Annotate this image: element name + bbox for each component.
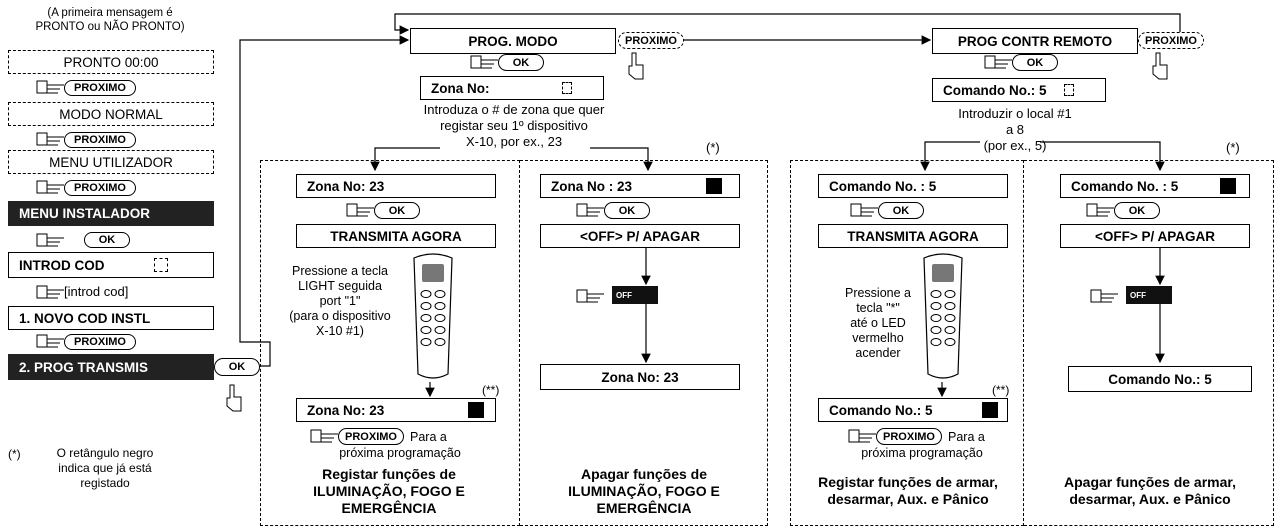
next-text-line1: Para a [410,429,447,445]
hand-icon [36,179,66,197]
proximo-button[interactable]: PROXIMO [876,428,942,445]
next-text-line2: próxima programação [330,445,470,461]
transmita-agora-display: TRANSMITA AGORA [296,224,496,248]
proximo-button[interactable]: PROXIMO [64,80,136,96]
ok-button[interactable]: OK [878,202,924,219]
hand-icon [576,202,606,220]
ok-button[interactable]: OK [374,202,420,219]
hand-icon [1086,202,1116,220]
display-pronto: PRONTO 00:00 [8,50,214,74]
off-apagar-display: <OFF> P/ APAGAR [1060,224,1250,248]
registered-block [1220,178,1236,194]
proximo-button[interactable]: PROXIMO [338,428,404,445]
hand-icon [346,202,376,220]
zona-no-field: Zona No: [420,76,604,100]
display-menu-utilizador: MENU UTILIZADOR [8,150,214,174]
hand-icon [984,54,1014,72]
pointing-hand-icon [1150,52,1170,80]
ok-button[interactable]: OK [84,232,130,248]
asterisk-note: (*) [1226,140,1240,156]
off-key-icon: OFF [612,286,658,304]
cursor-marker [154,258,168,272]
zona-no-23-field: Zona No: 23 [296,174,496,198]
pointing-hand-icon [626,52,646,80]
proximo-button[interactable]: PROXIMO [64,132,136,148]
prog-contr-title: PROG CONTR REMOTO [932,28,1138,54]
proximo-button[interactable]: PROXIMO [618,32,684,49]
hand-icon [36,232,66,250]
comando-no-5-result: Comando No.: 5 [818,398,1008,422]
display-prog-transmis: 2. PROG TRANSMIS [8,354,214,380]
introd-cod-hint: [introd cod] [64,284,128,300]
comando-no-5-field: Comando No. : 5 [818,174,1008,198]
proximo-button[interactable]: PROXIMO [1138,32,1204,49]
hand-icon [36,79,66,97]
comando-no-field: Comando No.: 5 [932,78,1106,102]
hand-icon [576,288,606,306]
remote-control-icon [920,250,966,382]
footnote-mark: (*) [8,446,21,462]
transmita-agora-display: TRANSMITA AGORA [818,224,1008,248]
zona-no-23-result: Zona No: 23 [540,364,740,390]
ok-button[interactable]: OK [1114,202,1160,219]
display-novo-cod: 1. NOVO COD INSTL [8,306,214,330]
hand-icon [36,131,66,149]
double-asterisk: (**) [992,382,1009,398]
ok-button[interactable]: OK [604,202,650,219]
next-text-line2: próxima programação [852,445,992,461]
zona-no-23-result: Zona No: 23 [296,398,496,422]
hand-icon [470,54,500,72]
display-modo-normal: MODO NORMAL [8,102,214,126]
ok-button[interactable]: OK [214,358,260,376]
registered-block [468,402,484,418]
panel3-footer: Registar funções de armar,desarmar, Aux.… [794,474,1022,508]
hand-icon [848,428,878,446]
registered-block [982,402,998,418]
comando-no-5-result: Comando No.: 5 [1068,366,1252,392]
panel4-footer: Apagar funções de armar,desarmar, Aux. e… [1030,474,1270,508]
ok-button[interactable]: OK [1012,54,1058,71]
display-menu-instalador: MENU INSTALADOR [8,201,214,226]
double-asterisk: (**) [482,382,499,398]
hand-icon [1090,288,1120,306]
cursor-marker [1064,84,1074,96]
remote-control-icon [410,250,456,382]
display-introd-cod: INTROD COD [8,252,214,278]
next-text-line1: Para a [948,429,985,445]
proximo-button[interactable]: PROXIMO [64,180,136,196]
prog-modo-title: PROG. MODO [410,28,616,54]
ok-button[interactable]: OK [498,54,544,71]
registered-block [706,178,722,194]
asterisk-note: (*) [706,140,720,156]
proximo-button[interactable]: PROXIMO [64,334,136,350]
hand-icon [850,202,880,220]
hand-icon [310,428,340,446]
cursor-marker [562,82,572,94]
off-apagar-display: <OFF> P/ APAGAR [540,224,740,248]
pointing-hand-icon [224,384,244,412]
hand-icon [36,333,66,351]
off-key-icon: OFF [1126,286,1172,304]
hand-icon [36,284,66,302]
